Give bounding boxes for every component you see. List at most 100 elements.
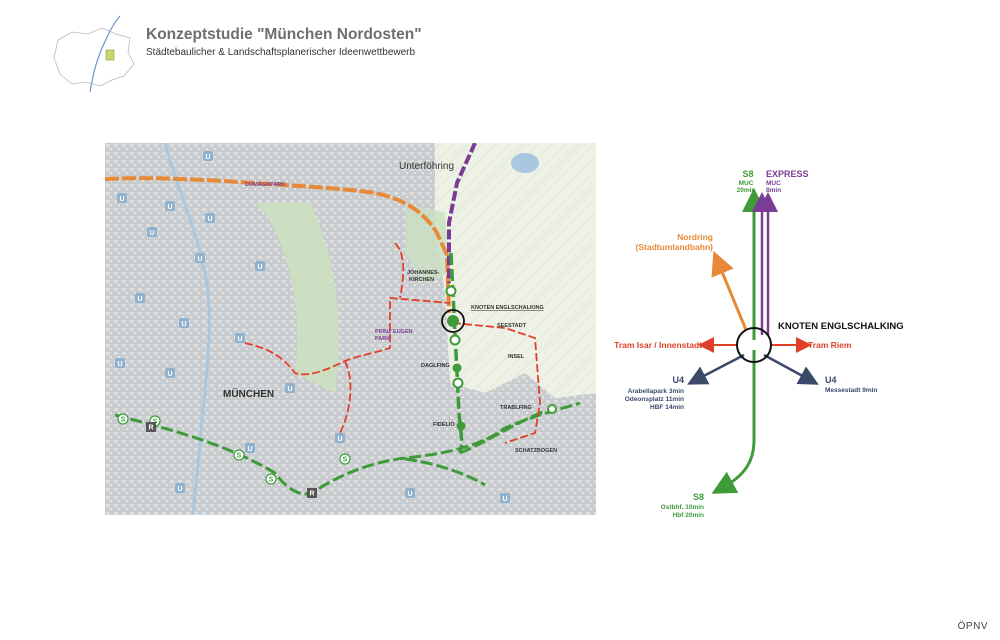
tram-line-east [452, 322, 541, 444]
u4-west-line2: Odeonsplatz 11min [625, 396, 684, 403]
express-name: EXPRESS [766, 169, 809, 179]
u-badge: U [181, 321, 186, 328]
study-area-marker [105, 49, 115, 61]
svg-text:S: S [237, 453, 242, 460]
svg-text:S: S [269, 477, 274, 484]
u-badge: U [257, 264, 262, 271]
label-unterfoehring: Unterföhring [399, 161, 454, 172]
ubahn-badges: U U U U U U U U U U U U U U U U U U [115, 151, 510, 503]
r-badge: R [307, 488, 317, 498]
u4-west-line1: Arabellapark 3min [628, 388, 684, 395]
s-bahn-east-west [114, 401, 581, 496]
u-badge: U [197, 256, 202, 263]
label-fidelio: FIDELIO [433, 422, 455, 428]
express-time: 8min [766, 187, 781, 194]
u4-west-arrow [687, 353, 745, 385]
r-badge: R [146, 422, 156, 432]
station-johanneskirchen [445, 285, 457, 297]
s-bahn-branch [404, 457, 486, 487]
u-badge: U [237, 336, 242, 343]
s8-north-name: S8 [742, 169, 753, 179]
tram-west-label: Tram Isar / Innenstadt [614, 340, 702, 350]
u-badge: U [119, 196, 124, 203]
label-schatzbogen: SCHATZBOGEN [515, 448, 557, 454]
knoten-node [736, 327, 772, 363]
s-badge: S [117, 413, 129, 425]
s8-north-dest: MUC [739, 180, 754, 187]
s-badge: S [233, 449, 245, 461]
tram-line-north [394, 242, 405, 299]
tram-line-west [244, 297, 451, 376]
label-prinz-eugen-2: PARK [375, 336, 390, 342]
knoten-label: KNOTEN ENGLSCHALKING [778, 321, 904, 332]
s8-south-name: S8 [693, 492, 704, 502]
knoten-ring [441, 309, 465, 333]
u-badge: U [167, 204, 172, 211]
u-badge: U [117, 361, 122, 368]
nordring-arrow [711, 250, 748, 331]
u4-east-line1: Messestadt 9min [825, 387, 877, 394]
label-muenchen: MÜNCHEN [223, 387, 274, 400]
nordring-sub: (Stadtumlandbahn) [636, 242, 714, 252]
u4-east-name: U4 [825, 375, 837, 385]
u-badge: U [287, 386, 292, 393]
u4-east-arrow [763, 353, 819, 385]
label-seestadt: SEESTADT [497, 323, 527, 329]
s8-north-time: 20min [737, 187, 756, 194]
label-knoten: KNOTEN ENGLSCHALKING [471, 305, 544, 311]
label-johanneskirchen-1: JOHANNES- [407, 270, 440, 276]
u-badge: U [407, 491, 412, 498]
label-insel: INSEL [508, 354, 525, 360]
label-daglfing: DAGLFING [421, 363, 450, 369]
u-badge: U [167, 371, 172, 378]
s-badge: S [265, 473, 277, 485]
label-trabelfing: TRABLFING [500, 405, 532, 411]
u-badge: U [149, 230, 154, 237]
u-badge: U [177, 486, 182, 493]
u4-west-name: U4 [672, 375, 684, 385]
svg-text:S: S [343, 457, 348, 464]
u-badge: U [502, 496, 507, 503]
station-seestadt [449, 334, 461, 346]
footer-label: ÖPNV [957, 621, 988, 632]
green-corridor [255, 203, 339, 393]
label-johanneskirchen-2: KIRCHEN [409, 277, 434, 283]
express-dest: MUC [766, 180, 781, 187]
u-badge: U [337, 436, 342, 443]
farmland-east [435, 143, 596, 398]
u-badge: U [205, 154, 210, 161]
transit-node-diagram: KNOTEN ENGLSCHALKING S8 MUC 20min EXPRES… [614, 169, 904, 519]
u-badge: U [137, 296, 142, 303]
station-trabelfing [547, 404, 557, 414]
green-park-north [405, 203, 450, 283]
isar-river [89, 15, 121, 93]
site-map: Unterföhring DOMAGKPARK JOHANNES- KIRCHE… [105, 143, 596, 515]
svg-text:S: S [121, 417, 126, 424]
isar-river-map [163, 143, 211, 515]
nordring-line [105, 176, 451, 314]
lake [511, 153, 539, 173]
nordring-name: Nordring [677, 232, 713, 242]
u-badge: U [207, 216, 212, 223]
page-subtitle: Städtebaulicher & Landschaftsplanerische… [146, 47, 416, 58]
express-line [447, 143, 477, 283]
svg-text:R: R [148, 425, 153, 432]
station-daglfing-2 [452, 377, 464, 389]
station-daglfing [452, 363, 462, 373]
s8-south-line1: Ostbhf. 10min [661, 504, 704, 511]
s-badge: S [339, 453, 351, 465]
svg-text:R: R [309, 491, 314, 498]
s8-south-arrow [711, 350, 756, 494]
station-knoten [447, 315, 459, 327]
tram-east-label: Tram Riem [808, 340, 852, 350]
u4-west-line3: HBF 14min [650, 404, 684, 411]
page-title: Konzeptstudie "München Nordosten" [146, 26, 422, 43]
station-fidelio [456, 421, 466, 431]
u-badge: U [247, 446, 252, 453]
label-prinz-eugen-1: PRINZ EUGEN [375, 329, 413, 335]
s-bahn-branch-2 [459, 409, 546, 455]
s8-south-line2: Hbf 20min [673, 512, 704, 519]
label-domagkpark: DOMAGKPARK [245, 182, 285, 188]
region-locator-map [53, 15, 135, 93]
munich-outline [53, 27, 135, 87]
